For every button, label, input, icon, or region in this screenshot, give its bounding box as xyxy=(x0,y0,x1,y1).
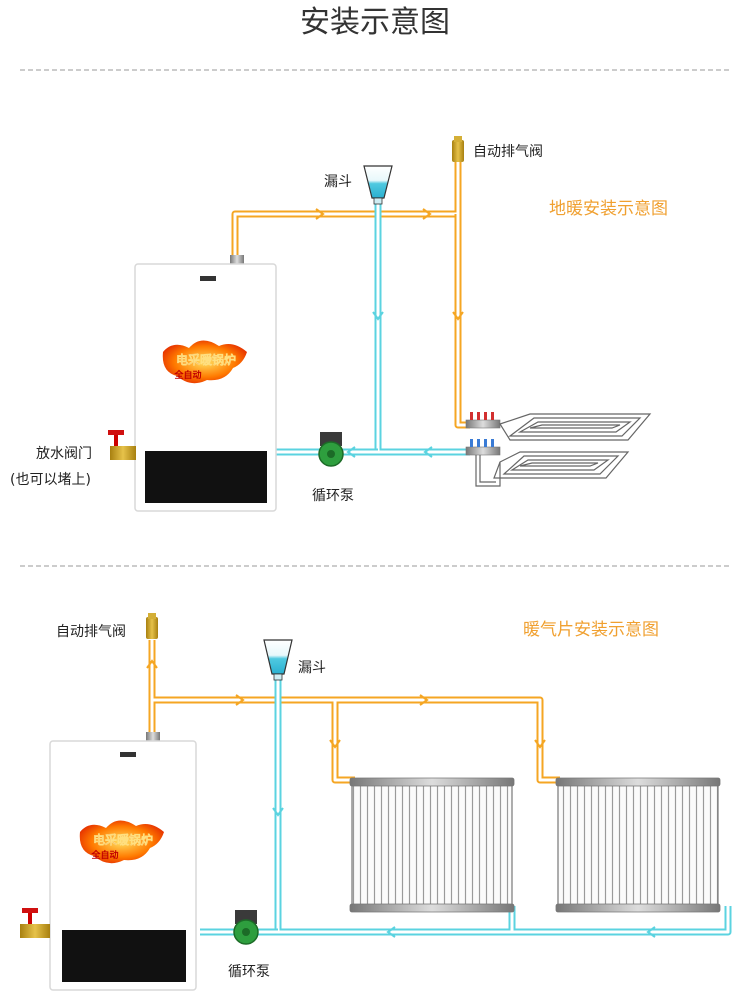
radiator-section: 暖气片安装示意图 自动排气阀 xyxy=(20,613,732,991)
air-vent-valve-icon xyxy=(146,613,158,639)
radiator-return-arrows xyxy=(272,807,656,938)
floor-heating-title: 地暖安装示意图 xyxy=(549,199,668,219)
funnel-icon xyxy=(263,639,293,681)
radiator-title: 暖气片安装示意图 xyxy=(523,620,659,640)
radiator-icon xyxy=(555,777,721,913)
drain-valve-icon xyxy=(20,908,50,938)
svg-text:电采暖锅炉: 电采暖锅炉 xyxy=(176,352,236,367)
page-title: 安装示意图 xyxy=(300,5,450,40)
svg-text:全自动: 全自动 xyxy=(173,369,201,381)
supply-flow-arrows xyxy=(315,208,464,321)
svg-text:电采暖锅炉: 电采暖锅炉 xyxy=(93,832,153,847)
radiator-pump-label: 循环泵 xyxy=(228,964,270,980)
return-flow-arrows xyxy=(346,311,433,458)
floor-coil-icon xyxy=(475,413,652,487)
radiator-air-valve-label: 自动排气阀 xyxy=(56,624,126,640)
drain-valve-note: (也可以堵上) xyxy=(10,472,91,488)
drain-valve-icon xyxy=(108,430,136,460)
manifold-icon xyxy=(465,412,501,456)
floor-heating-section: 地暖安装示意图 自动排 xyxy=(10,136,668,512)
funnel-label: 漏斗 xyxy=(324,174,352,190)
radiator-supply-pipe xyxy=(148,640,560,784)
air-valve-label: 自动排气阀 xyxy=(473,144,543,160)
circulation-pump-icon xyxy=(233,910,259,945)
funnel-icon xyxy=(363,165,393,205)
boiler-icon: 电采暖锅炉 全自动 xyxy=(134,255,277,512)
radiator-icon xyxy=(349,777,515,913)
radiator-supply-arrows xyxy=(146,659,546,749)
return-pipe xyxy=(272,200,470,456)
pump-label: 循环泵 xyxy=(312,488,354,504)
air-vent-valve-icon xyxy=(452,136,464,162)
boiler-logo: 电采暖锅炉 全自动 xyxy=(79,820,164,864)
svg-text:全自动: 全自动 xyxy=(90,849,118,861)
radiator-funnel-label: 漏斗 xyxy=(298,660,326,676)
circulation-pump-icon xyxy=(318,432,344,467)
boiler-icon: 电采暖锅炉 全自动 xyxy=(49,732,197,991)
drain-valve-label: 放水阀门 xyxy=(36,446,92,462)
boiler-logo: 电采暖锅炉 全自动 xyxy=(162,340,247,384)
